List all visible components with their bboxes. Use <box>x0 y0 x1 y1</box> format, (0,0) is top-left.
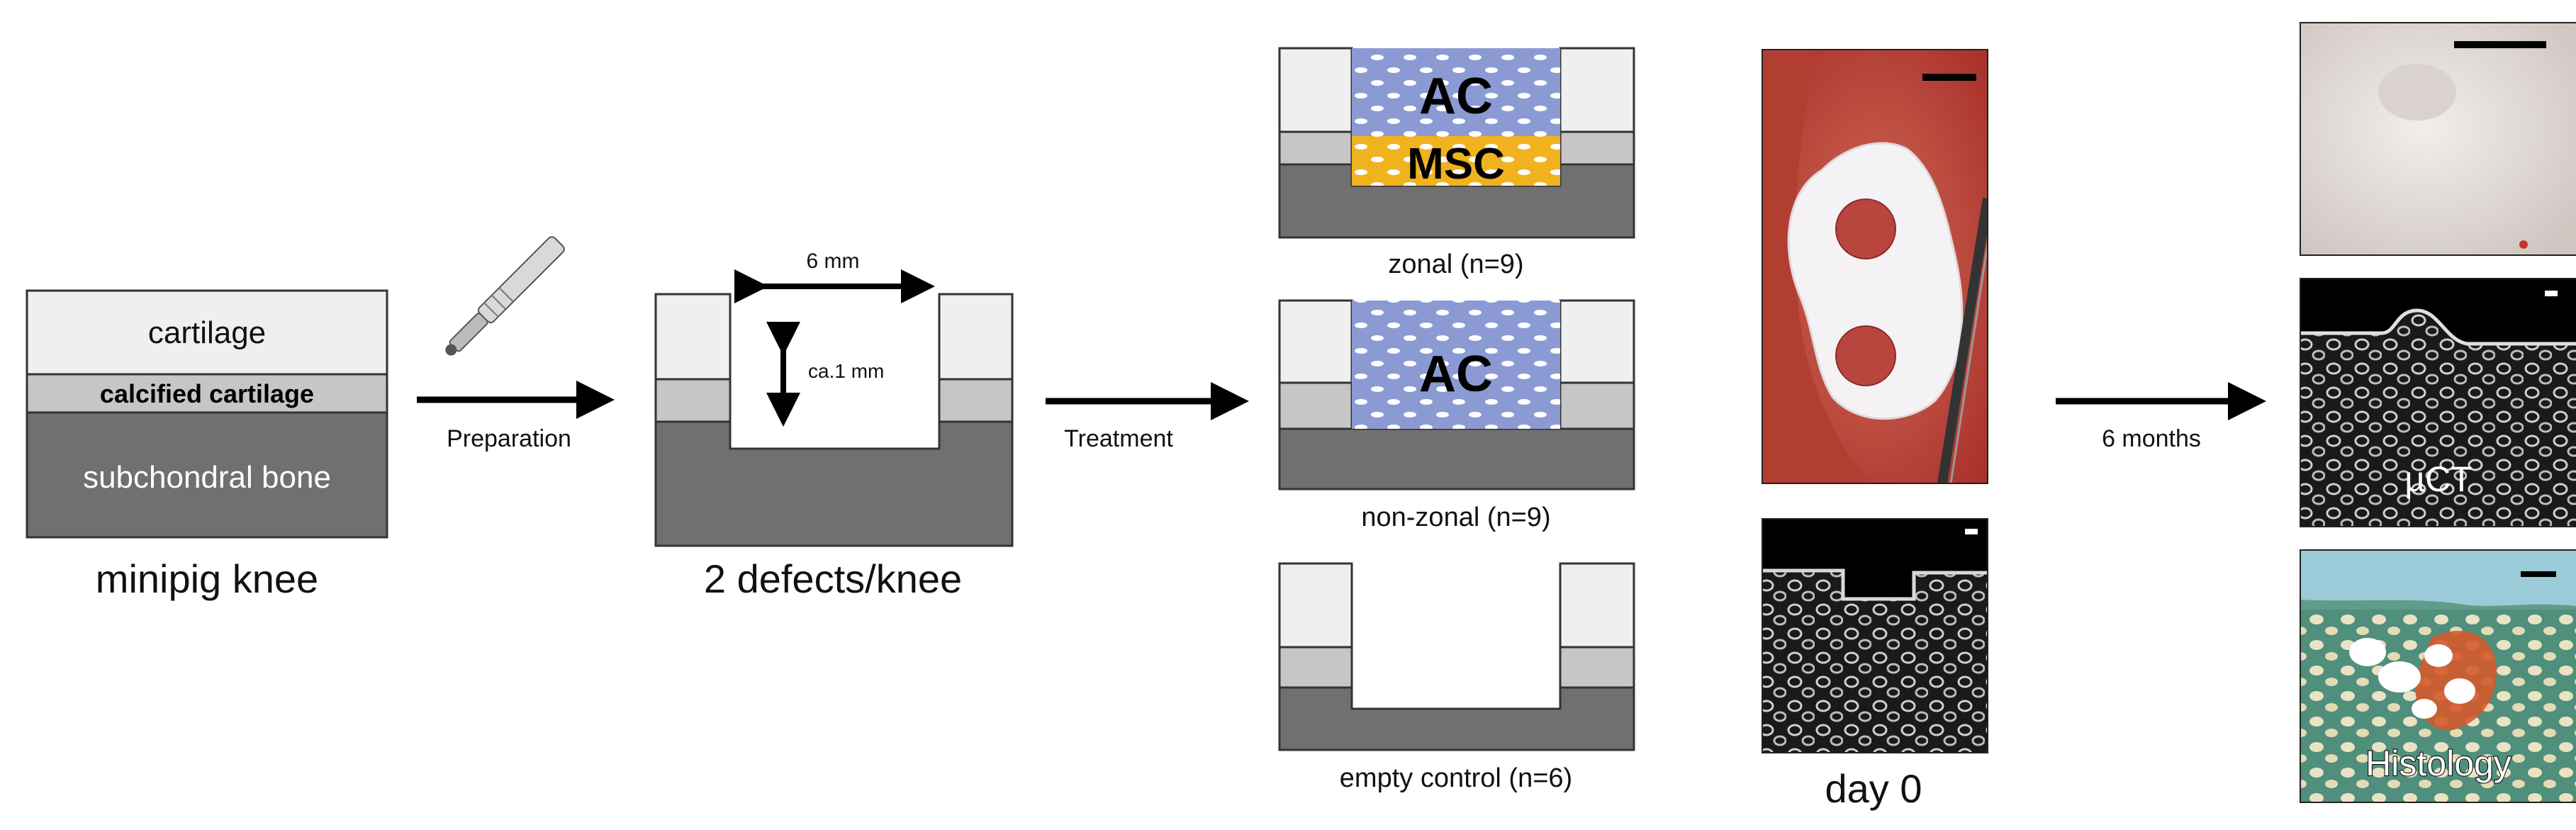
cartilage-label: cartilage <box>148 315 266 350</box>
preparation-label: Preparation <box>447 425 571 452</box>
defect-block <box>654 293 1014 547</box>
histology-image <box>2300 550 2576 802</box>
month6-ct-image <box>2300 279 2576 527</box>
nonzonal-block: AC non-zonal (n=9) <box>1278 299 1635 532</box>
depth-label: ca.1 mm <box>808 360 884 382</box>
nonzonal-label: non-zonal (n=9) <box>1361 503 1550 532</box>
ac-scaffold <box>1352 48 1560 136</box>
defects-label: 2 defects/knee <box>704 556 962 601</box>
nonzonal-ac-scaffold <box>1352 301 1560 429</box>
zonal-ac-text: AC <box>1419 68 1493 125</box>
scale-bar-icon <box>2545 291 2558 296</box>
zonal-label: zonal (n=9) <box>1388 249 1523 279</box>
macroscopic-photo <box>2300 23 2576 255</box>
minipig-knee-block: cartilage calcified cartilage subchondra… <box>26 289 388 601</box>
zonal-block: AC MSC zonal (n=9) <box>1278 47 1635 279</box>
histology-label: Histology <box>2365 744 2511 783</box>
scale-bar-icon <box>2454 41 2546 48</box>
empty-control-block: empty control (n=6) <box>1278 562 1635 793</box>
bone-layer <box>26 411 388 539</box>
day0-label: day 0 <box>1825 766 1922 811</box>
treatment-label: Treatment <box>1064 425 1173 452</box>
ct-label: µCT <box>2404 459 2472 499</box>
zonal-msc-text: MSC <box>1407 140 1505 189</box>
calcified-label: calcified cartilage <box>100 379 314 408</box>
bone-label: subchondral bone <box>83 460 331 495</box>
width-label: 6 mm <box>807 249 860 273</box>
cartilage-layer <box>26 289 388 376</box>
calcified-layer <box>26 373 388 414</box>
biopsy-punch-icon <box>445 236 565 356</box>
scale-bar-icon <box>1922 74 1976 81</box>
scale-bar-icon <box>1965 529 1978 534</box>
empty-control-label: empty control (n=6) <box>1340 763 1572 793</box>
scale-bar-icon <box>2521 571 2556 577</box>
surgery-photo <box>1762 50 1988 483</box>
nonzonal-ac-text: AC <box>1419 346 1493 403</box>
day0-ct-image <box>1762 519 1988 753</box>
minipig-label: minipig knee <box>96 556 318 601</box>
msc-scaffold <box>1352 136 1560 186</box>
months-label: 6 months <box>2102 425 2201 452</box>
